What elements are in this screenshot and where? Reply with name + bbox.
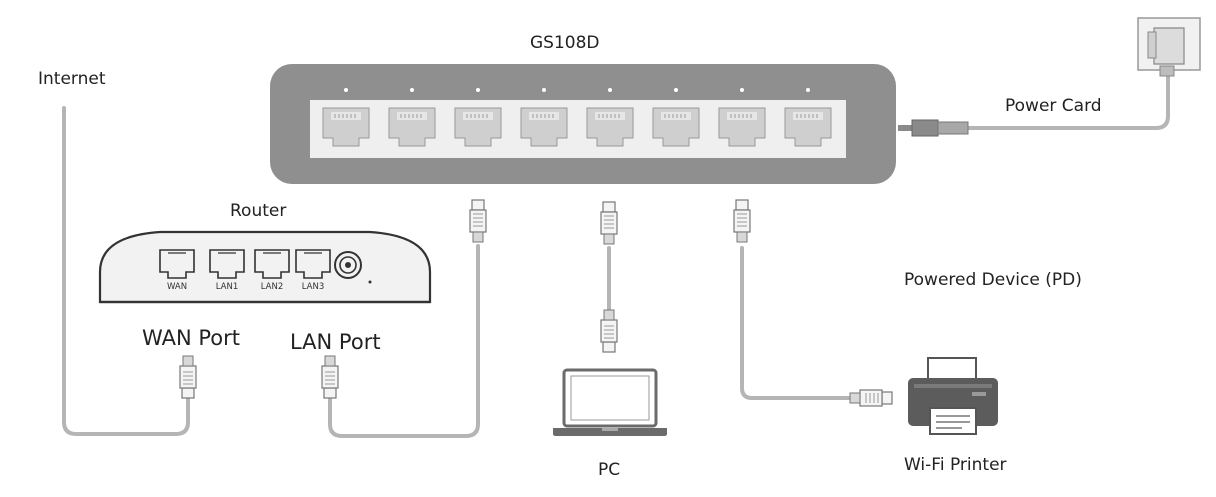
rj45-plug-lan: [321, 355, 339, 399]
rj45-plug-printer-upper: [733, 199, 751, 243]
router-port-label-lan1: LAN1: [216, 282, 239, 292]
cables: [62, 68, 1170, 438]
laptop-icon: [553, 368, 667, 436]
lan-port-label: LAN Port: [290, 330, 381, 354]
rj45-plug-printer-side: [849, 389, 893, 407]
router-label: Router: [230, 201, 287, 221]
router-antenna-connector: [334, 251, 362, 279]
switch-label: GS108D: [530, 33, 600, 53]
printer-cable: [740, 246, 852, 400]
pd-label: Powered Device (PD): [904, 270, 1082, 290]
router-port-label-wan: WAN: [167, 282, 187, 292]
router: WAN LAN1 LAN2 LAN3: [98, 230, 432, 304]
power-card-label: Power Card: [1005, 96, 1102, 116]
switch-gs108d: [270, 64, 896, 184]
switch-port-leds: [344, 88, 810, 92]
router-port-label-lan3: LAN3: [302, 282, 325, 292]
internet-cable: [62, 106, 190, 436]
power-plug: [898, 119, 969, 137]
rj45-plug-pc-upper: [600, 201, 618, 245]
router-lan-cable: [328, 244, 480, 438]
router-port-label-lan2: LAN2: [261, 282, 284, 292]
rj45-plug-pc-lower: [600, 309, 618, 353]
internet-label: Internet: [38, 69, 106, 89]
wan-port-label: WAN Port: [142, 326, 240, 350]
pc-label: PC: [598, 460, 621, 480]
rj45-plug-wan: [179, 355, 197, 399]
printer-label: Wi-Fi Printer: [904, 455, 1007, 475]
power-cable: [966, 68, 1170, 130]
rj45-plug-router-uplink: [469, 199, 487, 243]
printer-icon: [908, 357, 998, 435]
power-adapter-icon: [1137, 17, 1201, 77]
